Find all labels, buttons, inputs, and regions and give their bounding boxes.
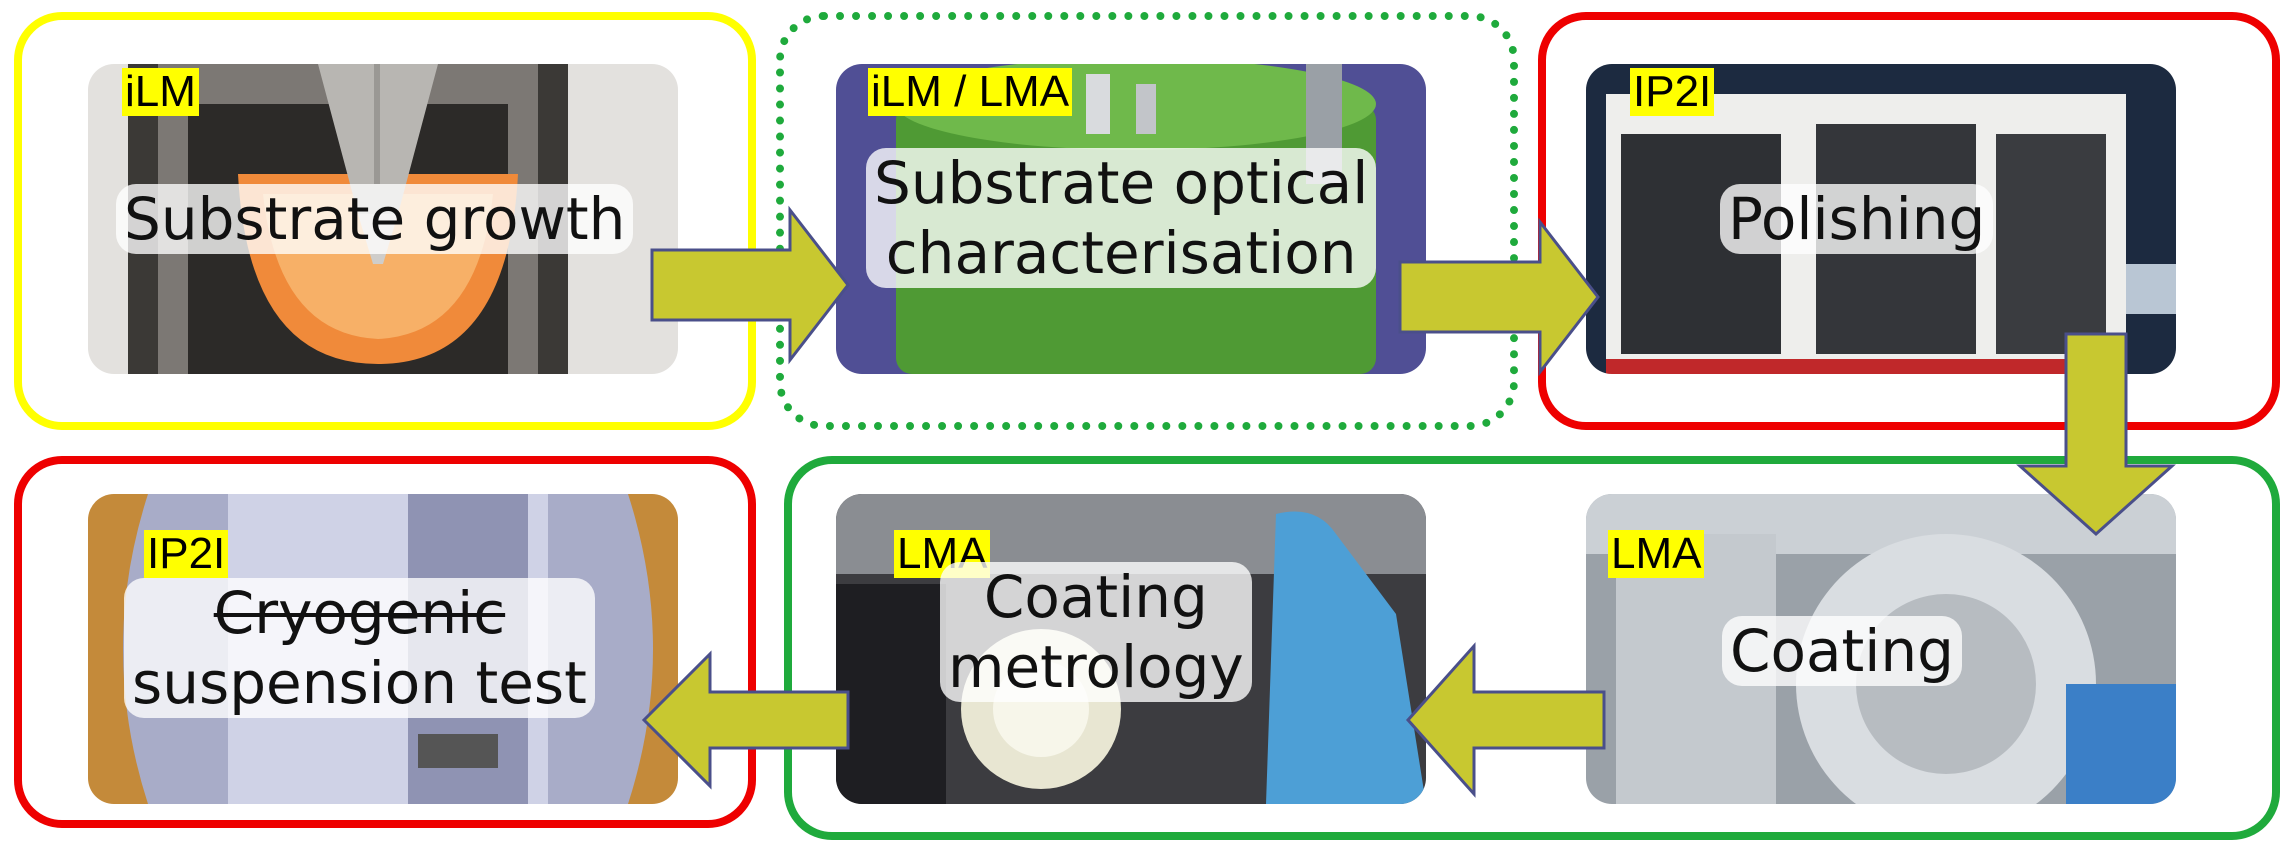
step-caption: Coating metrology bbox=[940, 562, 1252, 702]
tile-polishing: IP2I Polishing bbox=[1586, 64, 2176, 374]
caption-line-struck: Cryogenic bbox=[213, 579, 506, 647]
tile-substrate-growth: iLM Substrate growth bbox=[88, 64, 678, 374]
frame-ip2i-bottom bbox=[14, 456, 756, 828]
caption-line: Polishing bbox=[1728, 185, 1986, 253]
tile-coating-metrology: LMA Coating metrology bbox=[836, 494, 1426, 804]
caption-line: suspension test bbox=[132, 649, 587, 717]
tile-coating: LMA Coating bbox=[1586, 494, 2176, 804]
step-caption: Cryogenic suspension test bbox=[124, 578, 595, 718]
lab-tag: IP2I bbox=[1630, 68, 1715, 116]
lab-tag: iLM bbox=[122, 68, 199, 116]
caption-line: Coating bbox=[983, 563, 1208, 631]
frame-lma bbox=[784, 456, 2280, 840]
step-caption: Substrate optical characterisation bbox=[866, 148, 1377, 288]
caption-line: Substrate growth bbox=[124, 185, 626, 253]
lab-tag: LMA bbox=[1608, 530, 1705, 578]
caption-line: Substrate optical bbox=[874, 149, 1369, 217]
lab-tag: iLM / LMA bbox=[868, 68, 1073, 116]
caption-line: Coating bbox=[1730, 617, 1954, 685]
tile-optical-characterisation: iLM / LMA Substrate optical characterisa… bbox=[836, 64, 1426, 374]
step-caption: Polishing bbox=[1720, 184, 1994, 254]
tile-cryogenic-suspension-test: IP2I Cryogenic suspension test bbox=[88, 494, 678, 804]
step-caption: Coating bbox=[1722, 616, 1962, 686]
lab-tag: IP2I bbox=[144, 530, 229, 578]
caption-line: metrology bbox=[948, 633, 1244, 701]
step-caption: Substrate growth bbox=[116, 184, 634, 254]
caption-line: characterisation bbox=[885, 219, 1357, 287]
